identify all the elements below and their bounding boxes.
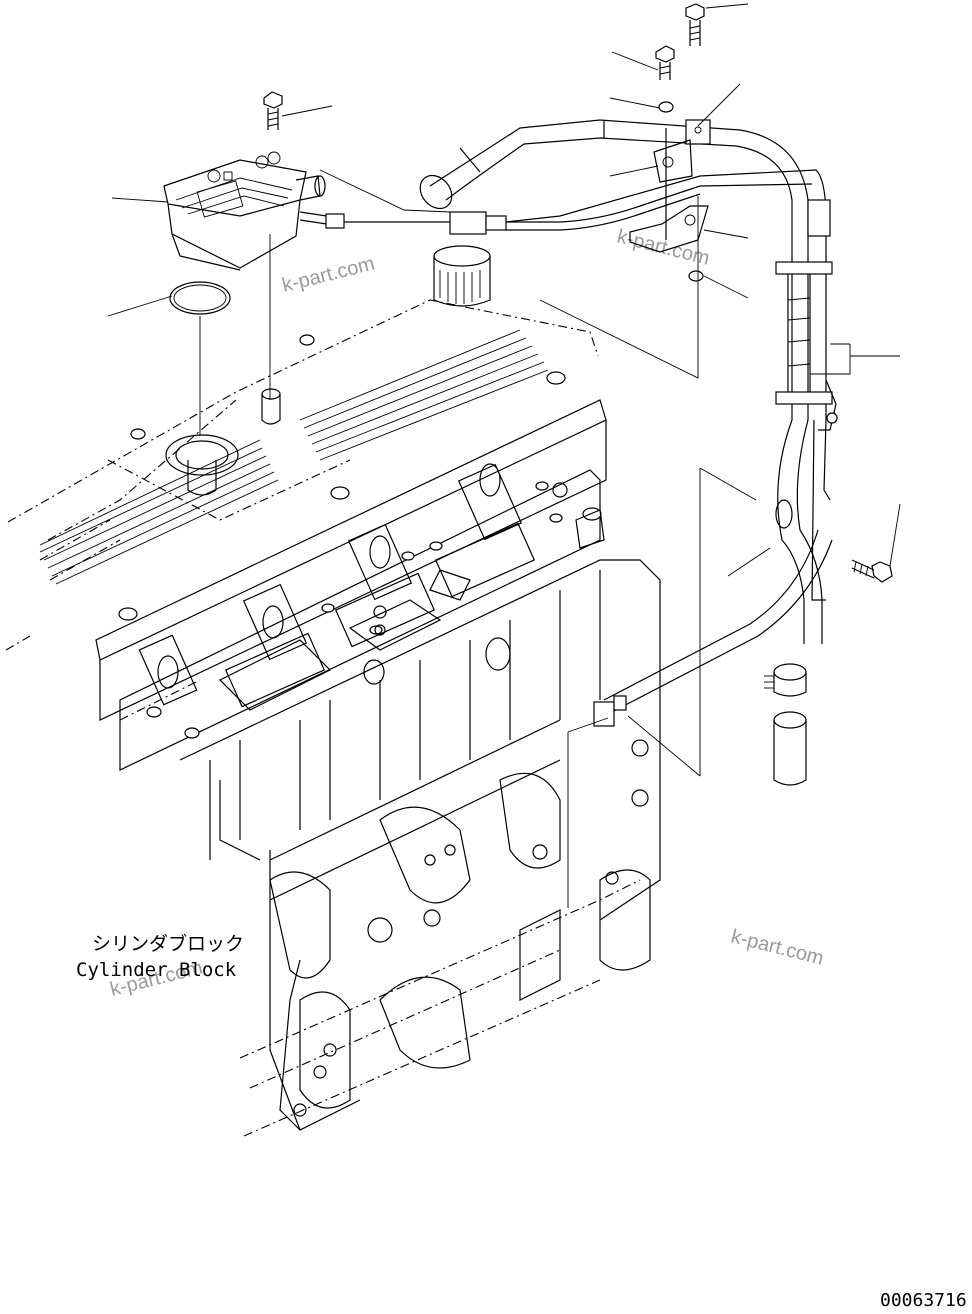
controller-unit [163, 151, 701, 271]
o-ring [169, 281, 231, 315]
cylinder-block-label-en: Cylinder Block [76, 959, 237, 981]
document-number: 00063716 [880, 1290, 967, 1311]
cylinder-block-drawing [5, 245, 661, 1137]
cylinder-block-label-jp: シリンダブロック [92, 932, 244, 955]
watermark: k-part.com [729, 926, 826, 970]
breather-tube-assembly [419, 3, 893, 786]
leader-lines [107, 3, 901, 908]
watermark: k-part.com [280, 253, 377, 297]
bolt-controller [263, 91, 283, 130]
watermark: k-part.com [615, 226, 712, 270]
